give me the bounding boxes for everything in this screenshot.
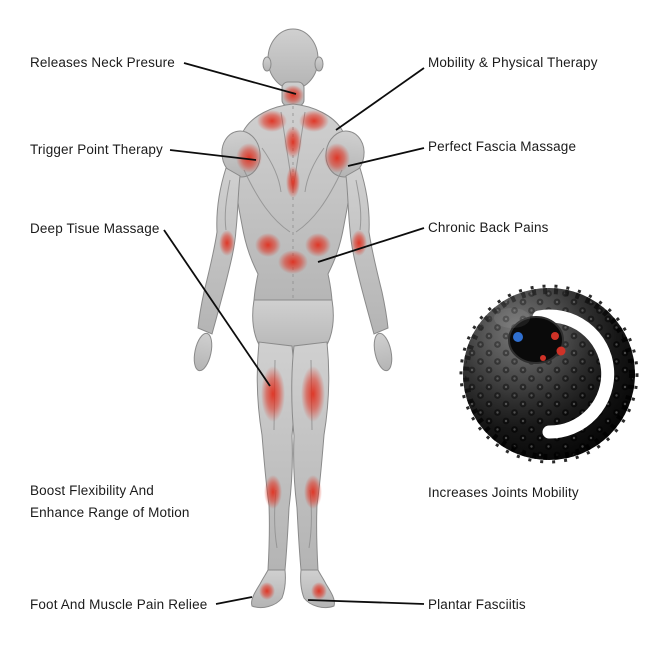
- highlight-neck: [282, 85, 304, 105]
- label-trigger-point-therapy: Trigger Point Therapy: [30, 142, 163, 157]
- ball-red-button-3: [540, 355, 546, 361]
- label-boost-flexibility-line1: Boost Flexibility And: [30, 483, 154, 498]
- highlight-heel-left: [259, 582, 275, 600]
- highlight-lat-right: [305, 233, 331, 257]
- label-releases-neck-pressure: Releases Neck Presure: [30, 55, 175, 70]
- callout-line-mobility: [335, 67, 425, 131]
- callout-line-plantar: [307, 599, 425, 605]
- label-plantar-fasciitis: Plantar Fasciitis: [428, 597, 526, 612]
- highlight-lat-left: [255, 233, 281, 257]
- highlight-trap-right: [299, 110, 329, 132]
- highlight-elbow-left: [219, 230, 235, 256]
- massage-ball-illustration: [459, 284, 639, 464]
- highlight-hamstring-right: [301, 366, 325, 422]
- highlight-knee-right: [304, 475, 322, 509]
- highlight-knee-left: [264, 475, 282, 509]
- ball-white-crescent: [532, 309, 615, 439]
- red-highlight-zones: [219, 85, 367, 600]
- label-deep-tissue-massage: Deep Tisue Massage: [30, 221, 160, 236]
- figure-head: [267, 28, 319, 90]
- highlight-mid-spine: [286, 166, 300, 198]
- ball-red-button-1: [551, 332, 559, 340]
- highlight-heel-right: [311, 582, 327, 600]
- label-increases-joints-mobility: Increases Joints Mobility: [428, 485, 579, 500]
- highlight-hamstring-left: [261, 366, 285, 422]
- figure-right-arm: [345, 167, 389, 335]
- label-boost-flexibility-line2: Enhance Range of Motion: [30, 505, 190, 520]
- figure-left-arm: [197, 167, 241, 335]
- callout-line-foot: [215, 596, 253, 605]
- highlight-upper-spine: [284, 126, 302, 158]
- ball-center-hub: [508, 316, 564, 364]
- callout-line-fascia: [347, 147, 425, 167]
- highlight-elbow-right: [351, 230, 367, 256]
- callout-line-deep-tissue: [163, 229, 271, 387]
- callout-line-chronic-back: [317, 227, 425, 263]
- label-perfect-fascia-massage: Perfect Fascia Massage: [428, 139, 577, 154]
- highlight-shoulder-right: [324, 143, 350, 173]
- label-foot-muscle-pain-relief: Foot And Muscle Pain Reliee: [30, 597, 208, 612]
- ball-red-button-2: [556, 346, 566, 356]
- label-chronic-back-pains: Chronic Back Pains: [428, 220, 549, 235]
- highlight-shoulder-left: [236, 143, 262, 173]
- ball-blue-button: [513, 332, 523, 342]
- label-mobility-physical-therapy: Mobility & Physical Therapy: [428, 55, 598, 70]
- callout-line-trigger-point: [169, 149, 257, 161]
- callout-line-neck: [183, 62, 297, 95]
- callout-lines: [163, 62, 425, 605]
- highlight-lower-back: [278, 250, 308, 274]
- highlight-trap-left: [257, 110, 287, 132]
